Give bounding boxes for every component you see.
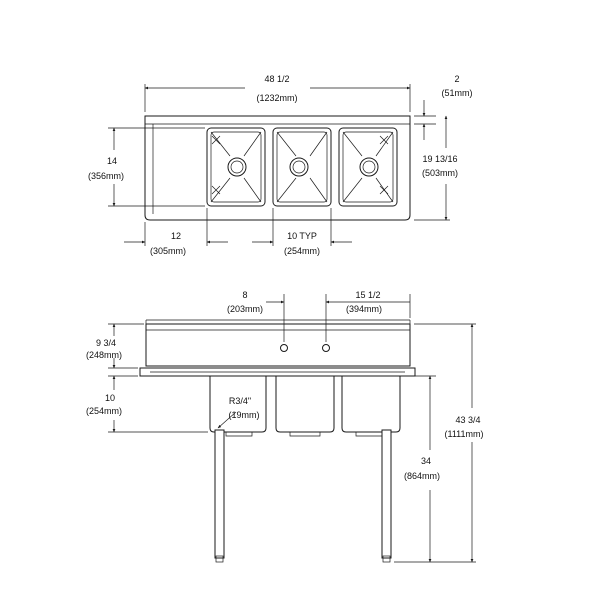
dim-bowl-height: 10 (254mm) bbox=[86, 375, 208, 433]
faucet-offset-metric: (203mm) bbox=[227, 304, 263, 314]
right-offset-imperial: 15 1/2 bbox=[355, 290, 380, 300]
bowl-height-metric: (254mm) bbox=[86, 406, 122, 416]
bowl-height-imperial: 10 bbox=[105, 393, 115, 403]
bowl-width-metric: (254mm) bbox=[284, 246, 320, 256]
overall-height-imperial: 43 3/4 bbox=[455, 415, 480, 425]
dim-overall-height: 43 3/4 (1111mm) bbox=[414, 323, 484, 563]
elevation-bowl-middle bbox=[275, 376, 335, 433]
elevation-backsplash bbox=[145, 323, 411, 367]
dim-backsplash-height: 9 3/4 (248mm) bbox=[86, 323, 144, 369]
drainboard-metric: (305mm) bbox=[150, 246, 186, 256]
backsplash-height-imperial: 9 3/4 bbox=[96, 338, 116, 348]
dim-overall-depth: 19 13/16 (503mm) bbox=[414, 115, 458, 221]
plan-bowl-left bbox=[206, 127, 266, 207]
dim-drainboard: 12 (305mm) bbox=[124, 208, 228, 256]
rim-height-imperial: 34 bbox=[421, 456, 431, 466]
dim-faucet-offset: 8 (203mm) bbox=[227, 290, 344, 342]
backsplash-height-metric: (248mm) bbox=[86, 350, 122, 360]
drain-icon bbox=[227, 157, 247, 177]
leg-left bbox=[214, 429, 225, 563]
backsplash-imperial: 2 bbox=[454, 74, 459, 84]
drainboard-imperial: 12 bbox=[171, 231, 181, 241]
elevation-view: 8 (203mm) 15 1/2 (394mm) 9 3/4 (248mm) 1… bbox=[86, 290, 484, 563]
overall-width-imperial: 48 1/2 bbox=[264, 74, 289, 84]
overall-height-metric: (1111mm) bbox=[444, 429, 483, 439]
bowl-depth-imperial: 14 bbox=[107, 156, 117, 166]
bowl-depth-metric: (356mm) bbox=[88, 171, 124, 181]
dim-drain-radius: R3/4" (19mm) bbox=[217, 396, 260, 429]
plan-outline bbox=[144, 115, 411, 221]
backsplash-metric: (51mm) bbox=[442, 88, 473, 98]
dim-backsplash: 2 (51mm) bbox=[414, 74, 473, 140]
rim-height-metric: (864mm) bbox=[404, 471, 440, 481]
drain-icon bbox=[359, 157, 379, 177]
overall-depth-metric: (503mm) bbox=[422, 168, 458, 178]
faucet-hole-icon bbox=[322, 344, 330, 352]
elevation-bowl-left bbox=[209, 376, 267, 433]
dim-bowl-width: 10 TYP (254mm) bbox=[252, 208, 352, 256]
overall-depth-imperial: 19 13/16 bbox=[422, 154, 457, 164]
dim-rim-height: 34 (864mm) bbox=[394, 375, 440, 563]
dim-bowl-depth: 14 (356mm) bbox=[88, 127, 205, 207]
overall-width-metric: (1232mm) bbox=[256, 93, 297, 103]
drain-radius-metric: (19mm) bbox=[229, 410, 260, 420]
dim-overall-width: 48 1/2 (1232mm) bbox=[144, 74, 411, 112]
plan-bowl-middle bbox=[272, 127, 332, 207]
leg-right bbox=[381, 429, 392, 563]
dim-right-offset: 15 1/2 (394mm) bbox=[344, 290, 411, 318]
bowl-width-imperial: 10 TYP bbox=[287, 231, 317, 241]
faucet-hole-icon bbox=[280, 344, 288, 352]
drain-icon bbox=[289, 157, 309, 177]
faucet-offset-imperial: 8 bbox=[242, 290, 247, 300]
plan-view: 48 1/2 (1232mm) 2 (51mm) 19 13/16 (503mm… bbox=[88, 74, 473, 256]
elevation-bowl-right bbox=[341, 376, 401, 433]
plan-bowl-right bbox=[338, 127, 398, 207]
right-offset-metric: (394mm) bbox=[346, 304, 382, 314]
drain-radius-imperial: R3/4" bbox=[229, 396, 251, 406]
